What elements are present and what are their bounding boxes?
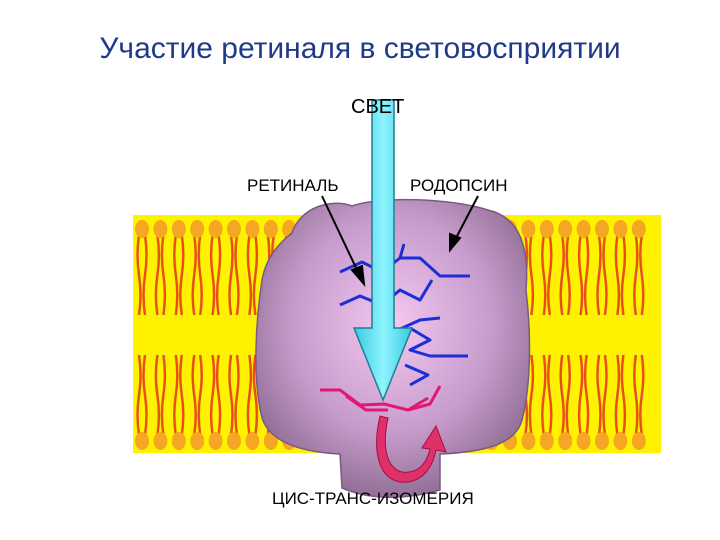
lipid-head — [190, 220, 205, 238]
lipid-tail — [541, 234, 553, 316]
lipid-head — [208, 432, 223, 450]
lipid-tail — [614, 354, 627, 436]
lipid-tail — [246, 354, 259, 436]
lipid-head — [190, 432, 205, 450]
lipid-head — [595, 432, 609, 450]
lipid-tail — [614, 234, 627, 316]
lipid-tail — [191, 354, 203, 436]
lipid-tail — [577, 234, 590, 316]
retinal-cis-chain — [320, 385, 442, 412]
lipid-head — [227, 432, 241, 450]
retinal-pointer — [321, 195, 366, 288]
lipid-head — [613, 432, 628, 450]
lipid-head — [613, 220, 628, 238]
lipid-head — [153, 220, 168, 238]
isomerization-label: ЦИС-ТРАНС-ИЗОМЕРИЯ — [272, 489, 474, 508]
light-label: СВЕТ — [351, 96, 405, 118]
lipid-tail — [559, 354, 571, 436]
lipid-tail — [173, 354, 185, 436]
lipid-head — [576, 432, 591, 450]
lipid-tail — [559, 234, 571, 316]
lipid-tail — [596, 354, 608, 436]
lipid-tail — [209, 354, 222, 436]
lipid-tail — [577, 354, 590, 436]
page-title: Участие ретиналя в световосприятии — [99, 32, 621, 65]
lipid-head — [135, 432, 149, 450]
lipid-head — [245, 432, 260, 450]
lipid-tail — [633, 354, 645, 436]
lipid-head — [539, 220, 554, 238]
lipid-tail — [136, 234, 148, 316]
lipid-tail — [228, 234, 240, 316]
lipid-tail — [246, 234, 259, 316]
lipid-head — [576, 220, 591, 238]
lipid-head — [631, 220, 646, 238]
light-arrow — [352, 99, 414, 403]
lipid-tail — [154, 234, 167, 316]
lipid-head — [539, 432, 554, 450]
lipid-tail — [173, 234, 185, 316]
retinal-label: РЕТИНАЛЬ — [247, 176, 339, 195]
rhodopsin-label: РОДОПСИН — [410, 176, 508, 195]
lipid-head — [208, 220, 223, 238]
lipid-tail — [154, 354, 167, 436]
lipid-tail — [633, 234, 645, 316]
lipid-tail — [191, 234, 203, 316]
lipid-head — [135, 220, 149, 238]
lipid-tail — [136, 354, 148, 436]
lipid-head — [153, 432, 168, 450]
lipid-head — [263, 220, 278, 238]
lipid-head — [631, 432, 646, 450]
lipid-tail — [209, 234, 222, 316]
lipid-head — [171, 220, 186, 238]
rhodopsin-pointer — [449, 195, 479, 253]
lipid-head — [521, 220, 536, 238]
lipid-head — [595, 220, 609, 238]
lipid-head — [558, 220, 573, 238]
lipid-tail — [541, 354, 553, 436]
lipid-head — [227, 220, 241, 238]
lipid-head — [245, 220, 260, 238]
isomerization-arrow — [376, 415, 447, 483]
lipid-tail — [228, 354, 240, 436]
lipid-head — [558, 432, 573, 450]
lipid-head — [521, 432, 536, 450]
lipid-head — [171, 432, 186, 450]
lipid-tail — [596, 234, 608, 316]
